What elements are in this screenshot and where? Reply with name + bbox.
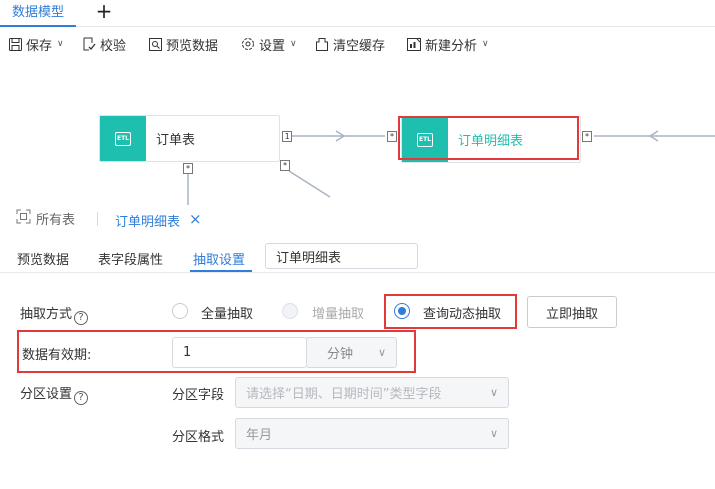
- analysis-icon: [407, 37, 421, 51]
- breadcrumb: 所有表 订单明细表 ×: [0, 203, 715, 233]
- tab-preview-data[interactable]: 预览数据: [17, 253, 70, 268]
- tab-field-properties[interactable]: 表字段属性: [98, 253, 164, 268]
- tab-extract-settings[interactable]: 抽取设置: [193, 253, 246, 268]
- divider: [0, 272, 715, 273]
- active-tab-indicator: [190, 270, 252, 272]
- validity-value-input[interactable]: 1: [172, 337, 307, 368]
- settings-button[interactable]: 设置 ∨: [241, 34, 297, 54]
- breadcrumb-divider: [97, 212, 98, 226]
- validity-label: 数据有效期:: [22, 348, 92, 363]
- toolbar: 保存 ∨ 校验 预览数据 设置 ∨ 清空缓存 新建分析 ∨: [0, 28, 715, 60]
- chevron-down-icon: ∨: [482, 39, 489, 49]
- table-node-orders[interactable]: ETL 订单表: [99, 115, 280, 162]
- partition-settings-label: 分区设置?: [20, 383, 89, 405]
- chevron-down-icon: ∨: [57, 39, 64, 49]
- relation-marker-many: *: [387, 131, 397, 142]
- save-button[interactable]: 保存 ∨: [8, 34, 64, 54]
- save-icon: [8, 37, 22, 51]
- validity-unit-select[interactable]: 分钟 ∨: [306, 337, 397, 368]
- preview-data-button[interactable]: 预览数据: [148, 34, 218, 54]
- highlight-dynamic-option: [384, 294, 517, 329]
- option-incremental-extract: 增量抽取: [312, 307, 365, 322]
- breadcrumb-current[interactable]: 订单明细表: [115, 215, 181, 230]
- plus-icon: +: [95, 0, 113, 23]
- partition-format-select[interactable]: 年月 ∨: [235, 418, 509, 449]
- highlight-node: [398, 116, 579, 160]
- etl-icon: ETL: [100, 116, 146, 161]
- help-icon[interactable]: ?: [74, 311, 89, 325]
- partition-format-label: 分区格式: [172, 430, 225, 445]
- etl-icon: ETL: [402, 117, 448, 162]
- validate-icon: [82, 37, 96, 51]
- fit-view-icon: [16, 209, 31, 228]
- highlight-validity: [17, 330, 416, 373]
- clear-icon: [315, 37, 329, 51]
- relation-marker-one: 1: [282, 131, 292, 142]
- option-dynamic-query-extract: 查询动态抽取: [423, 307, 502, 322]
- table-node-order-details[interactable]: ETL 订单明细表: [401, 116, 581, 163]
- add-tab-button[interactable]: +: [93, 0, 115, 24]
- chevron-down-icon: ∨: [290, 39, 297, 49]
- partition-field-label: 分区字段: [172, 388, 225, 403]
- relation-lines: [187, 130, 715, 205]
- tab-bar: 数据模型 +: [0, 0, 715, 27]
- relation-marker-many: *: [183, 163, 193, 174]
- gear-icon: [241, 37, 255, 51]
- all-tables-link[interactable]: 所有表: [16, 209, 75, 228]
- relation-marker-many: *: [582, 131, 592, 142]
- partition-field-select[interactable]: 请选择“日期、日期时间”类型字段 ∨: [235, 377, 509, 408]
- radio-full-extract[interactable]: [172, 303, 188, 319]
- tab-data-model[interactable]: 数据模型: [0, 0, 77, 27]
- chevron-down-icon: ∨: [489, 386, 498, 399]
- option-full-extract: 全量抽取: [201, 307, 254, 322]
- radio-incremental-extract: [282, 303, 298, 319]
- clear-cache-button[interactable]: 清空缓存: [315, 34, 385, 54]
- validate-button[interactable]: 校验: [82, 34, 126, 54]
- chevron-down-icon: ∨: [377, 346, 386, 359]
- radio-dynamic-query-extract[interactable]: [394, 303, 410, 319]
- preview-icon: [148, 37, 162, 51]
- table-name-input[interactable]: 订单明细表: [265, 243, 418, 269]
- chevron-down-icon: ∨: [489, 427, 498, 440]
- extract-now-button[interactable]: 立即抽取: [527, 296, 617, 328]
- close-icon[interactable]: ×: [189, 210, 202, 228]
- new-analysis-button[interactable]: 新建分析 ∨: [407, 34, 489, 54]
- relation-marker-many: *: [280, 160, 290, 171]
- help-icon[interactable]: ?: [74, 391, 89, 405]
- extract-method-label: 抽取方式?: [20, 303, 89, 325]
